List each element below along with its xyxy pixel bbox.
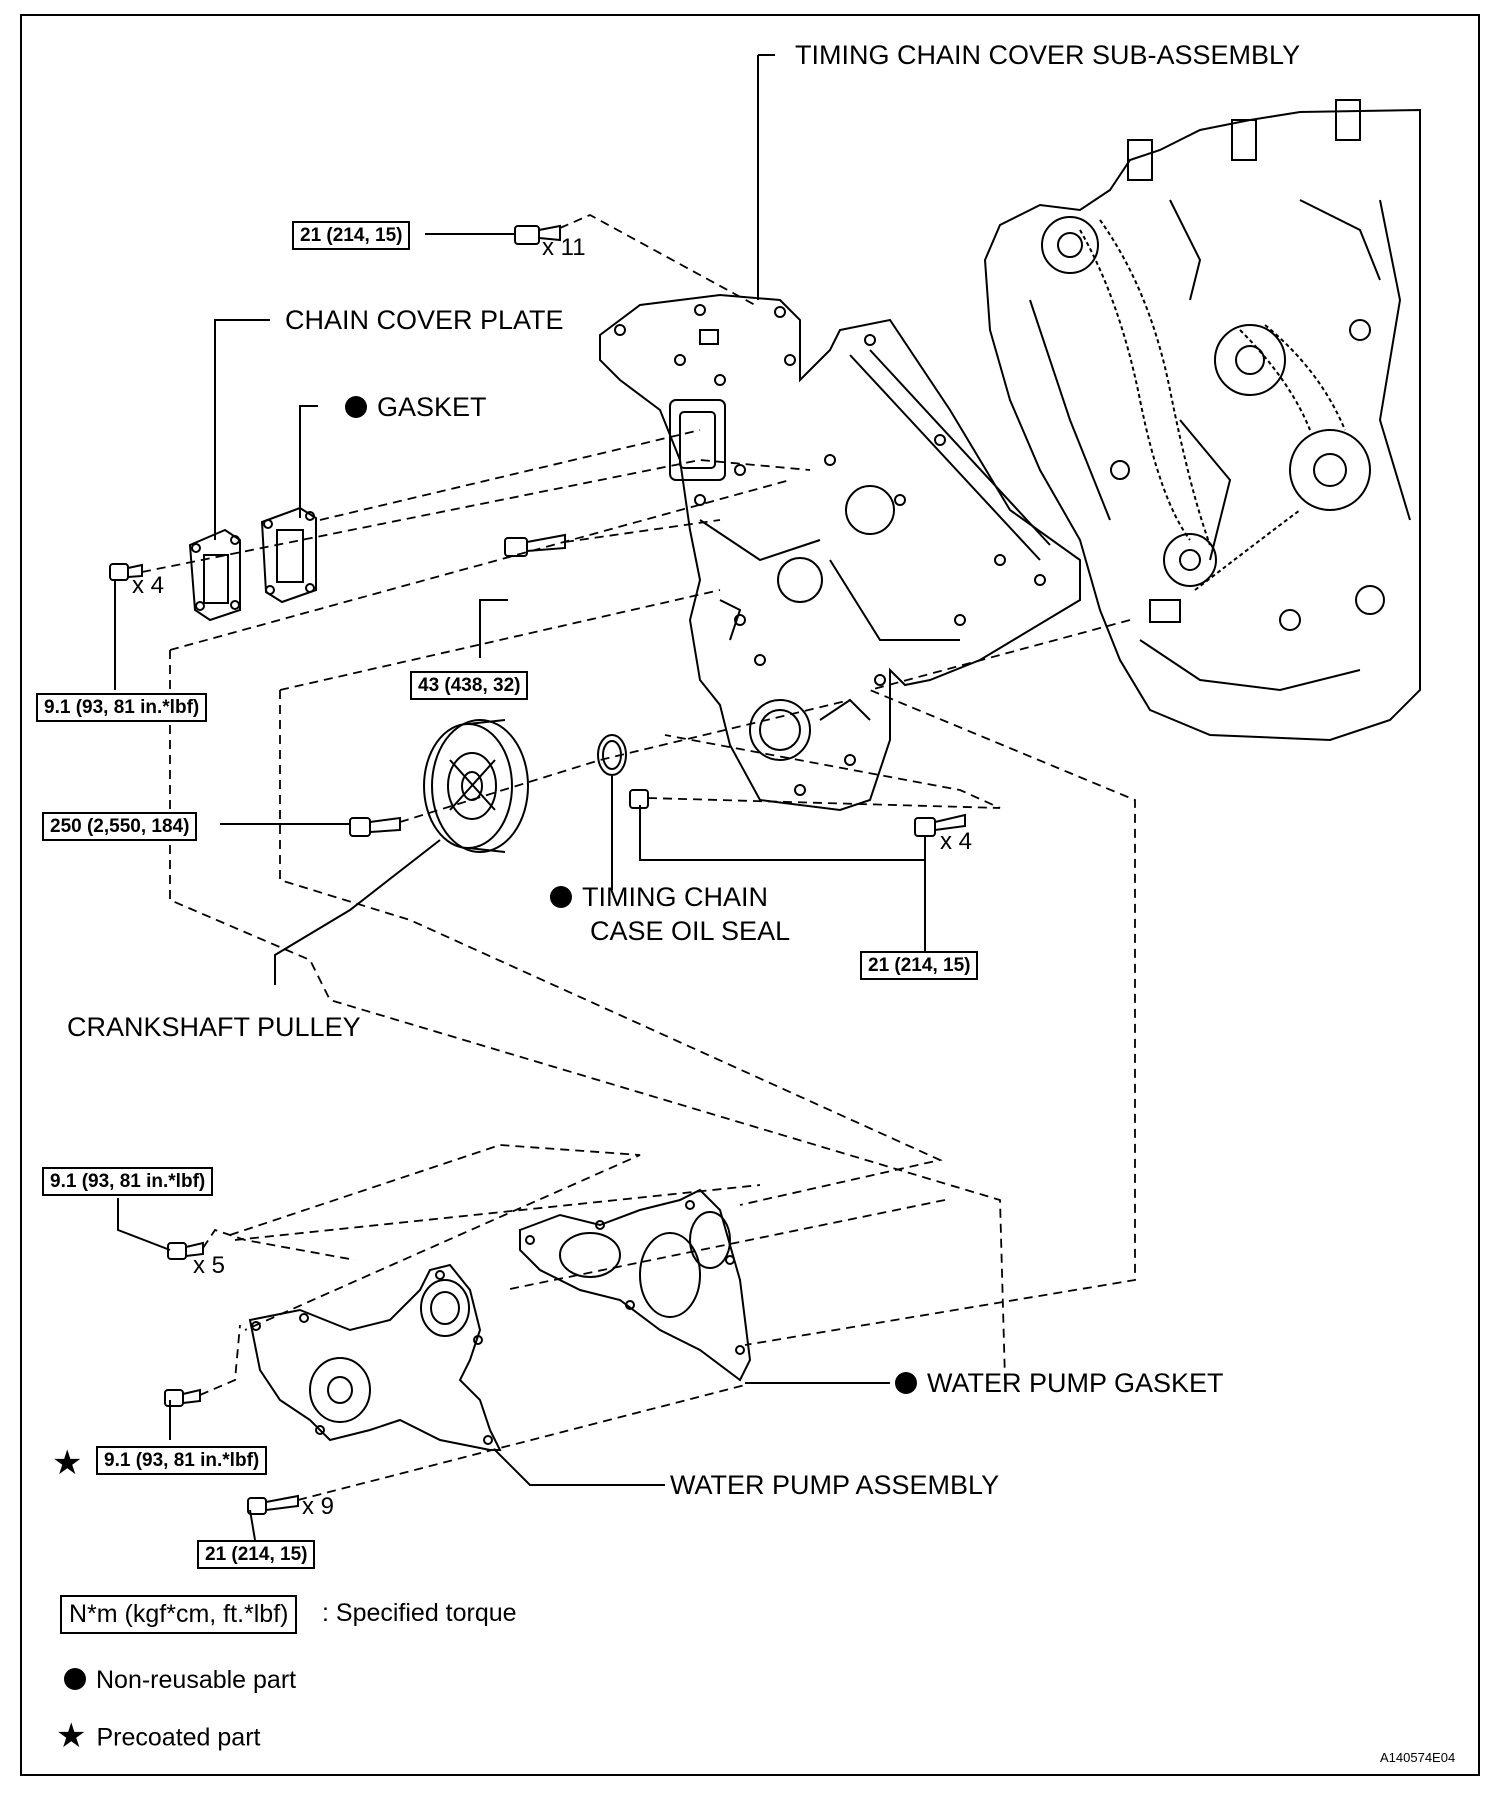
torque-box-plate-bolts: 9.1 (93, 81 in.*lbf) [36,693,208,722]
non-reusable-icon [895,1371,917,1394]
torque-box-pump-bolts: 9.1 (93, 81 in.*lbf) [42,1167,214,1196]
qty-x9: x 9 [302,1493,335,1520]
legend-non-reusable: Non-reusable part [64,1668,296,1693]
diagram-frame [20,14,1480,1776]
gasket-illustration [260,506,317,604]
leader-lines [114,54,926,1541]
label-timing-chain-cover: TIMING CHAIN COVER SUB-ASSEMBLY [795,40,1301,70]
legend-precoated: ★Precoated part [56,1717,261,1755]
label-gasket: GASKET [345,394,487,421]
torque-box-x9: 21 (214, 15) [197,1540,316,1569]
engine-block-illustration [983,99,1421,742]
bolt-icons [109,224,966,1515]
alignment-lines [141,213,1136,1501]
water-pump-gasket-illustration [519,1188,752,1382]
label-oil-seal: TIMING CHAIN [550,884,768,911]
water-pump-assembly-illustration [248,1263,502,1451]
torque-box-lower-cover: 21 (214, 15) [860,951,979,980]
torque-box-cover-bolts: 21 (214, 15) [292,221,411,250]
label-water-pump-assembly: WATER PUMP ASSEMBLY [670,1470,1000,1500]
crankshaft-pulley-illustration [423,719,529,853]
label-chain-cover-plate: CHAIN COVER PLATE [285,305,564,335]
qty-x4-plate: x 4 [132,572,165,599]
qty-x4-cover: x 4 [940,828,973,855]
torque-box-precoated: 9.1 (93, 81 in.*lbf) [96,1446,268,1475]
non-reusable-icon [550,885,572,908]
oil-seal-illustration [597,734,627,776]
precoated-star-icon: ★ [56,1717,87,1755]
qty-x11: x 11 [542,234,586,261]
legend-torque-unit-box: N*m (kgf*cm, ft.*lbf) [60,1595,298,1634]
figure-id: A140574E04 [1380,1750,1456,1765]
qty-x5: x 5 [193,1252,226,1279]
precoated-star-icon: ★ [52,1444,83,1482]
legend-torque-unit-text: : Specified torque [322,1599,517,1627]
label-water-pump-gasket: WATER PUMP GASKET [895,1370,1224,1397]
torque-box-43: 43 (438, 32) [410,671,529,700]
label-oil-seal-line2: CASE OIL SEAL [590,916,791,946]
label-crankshaft-pulley: CRANKSHAFT PULLEY [67,1012,361,1042]
non-reusable-icon [64,1668,86,1691]
non-reusable-icon [345,395,367,418]
chain-cover-plate-illustration [188,528,241,622]
timing-chain-cover-illustration [599,293,1081,812]
torque-box-pulley-bolt: 250 (2,550, 184) [42,812,198,841]
